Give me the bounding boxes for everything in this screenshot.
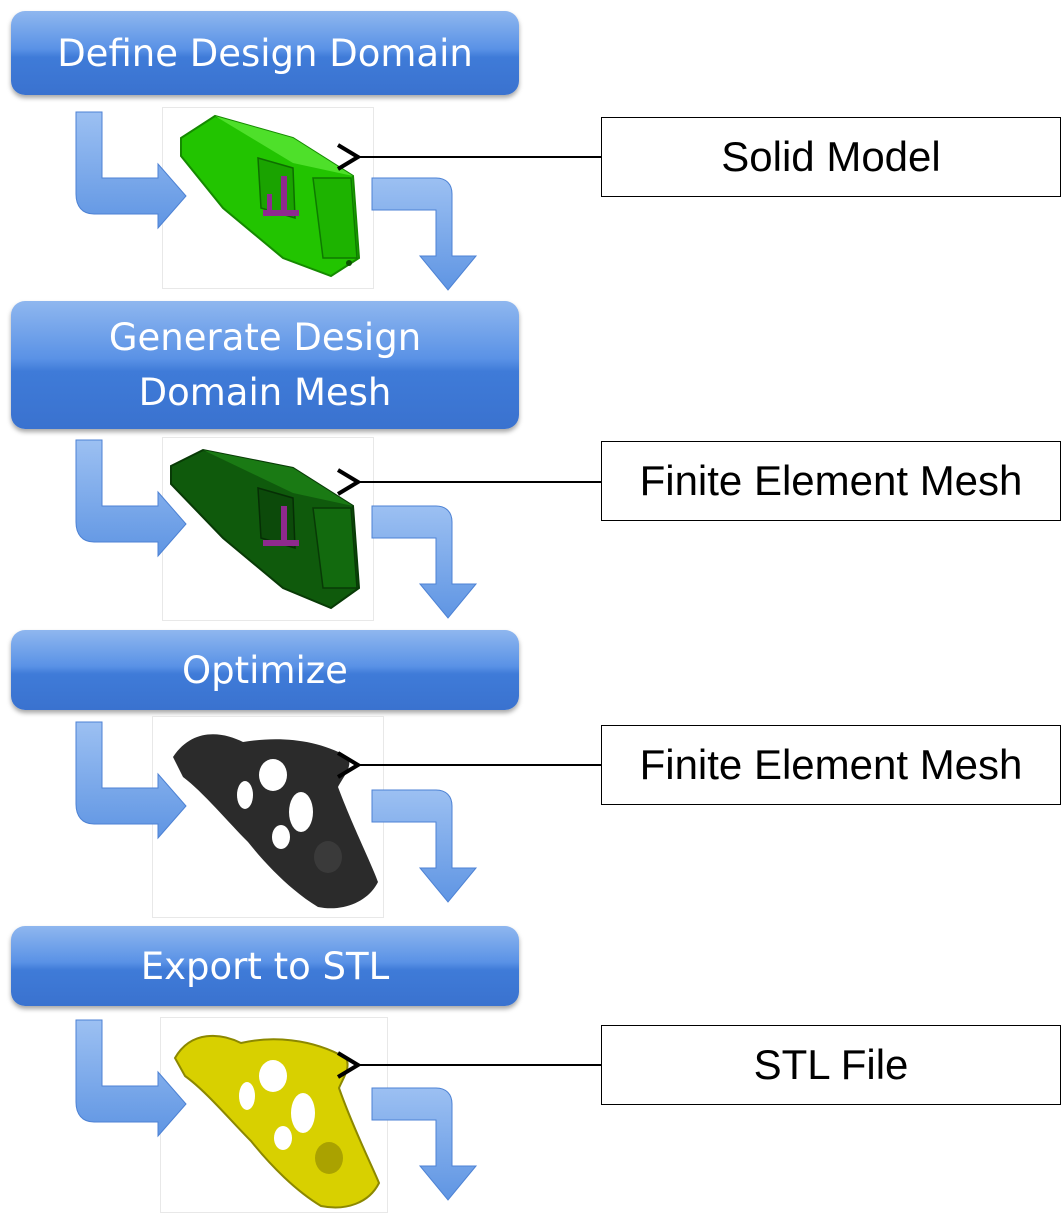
step-label-line1: Generate Design bbox=[108, 316, 422, 359]
flow-arrow-out-3 bbox=[371, 789, 478, 903]
step-label-line2: Domain Mesh bbox=[138, 371, 392, 414]
flow-arrow-in-1 bbox=[75, 111, 187, 230]
output-label-text: Solid Model bbox=[721, 133, 941, 180]
output-label-text: STL File bbox=[753, 1041, 909, 1088]
step-label: Optimize bbox=[182, 648, 348, 692]
step-generate-mesh: Generate Design Domain Mesh bbox=[11, 301, 519, 429]
flow-arrow-in-2 bbox=[75, 439, 187, 558]
step-label: Export to STL bbox=[140, 944, 390, 988]
output-label-stl-file: STL File bbox=[601, 1025, 1061, 1105]
output-label-text: Finite Element Mesh bbox=[639, 457, 1023, 504]
output-label-text: Finite Element Mesh bbox=[639, 741, 1023, 788]
output-label-solid-model: Solid Model bbox=[601, 117, 1061, 197]
flow-arrow-out-4 bbox=[371, 1087, 478, 1201]
step-define-design-domain: Define Design Domain bbox=[11, 11, 519, 95]
flow-arrow-out-1 bbox=[371, 177, 478, 291]
flow-arrow-in-3 bbox=[75, 721, 187, 840]
mesh-model-image bbox=[162, 437, 374, 621]
flow-arrow-in-4 bbox=[75, 1019, 187, 1138]
flow-arrow-out-2 bbox=[371, 505, 478, 619]
solid-model-image bbox=[162, 107, 374, 289]
output-label-fe-mesh-1: Finite Element Mesh bbox=[601, 441, 1061, 521]
step-label: Define Design Domain bbox=[57, 31, 473, 75]
optimized-mesh-image bbox=[152, 716, 384, 918]
output-label-fe-mesh-2: Finite Element Mesh bbox=[601, 725, 1061, 805]
step-export-stl: Export to STL bbox=[11, 926, 519, 1006]
step-optimize: Optimize bbox=[11, 630, 519, 710]
